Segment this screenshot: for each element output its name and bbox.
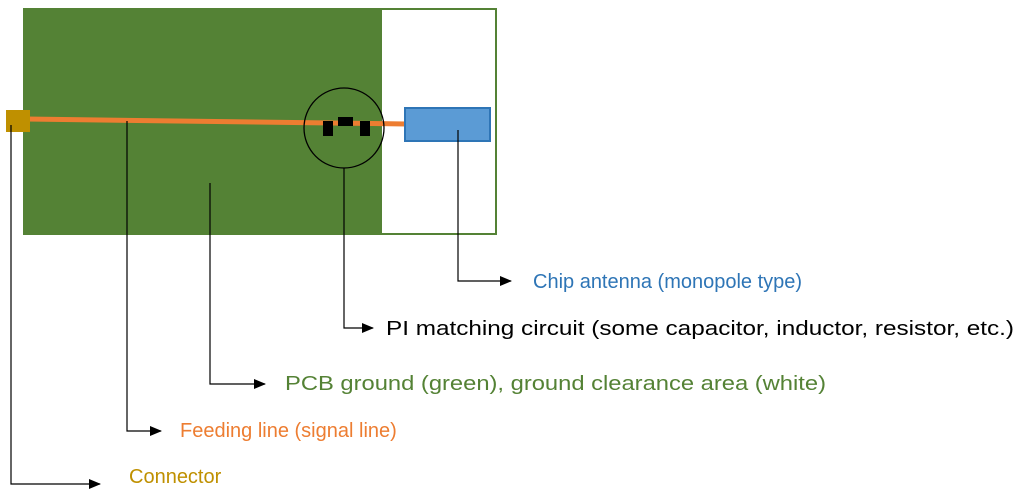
feeding-line-label: Feeding line (signal line) [180, 420, 397, 442]
connector [6, 110, 30, 132]
pcb-ground-leader [209, 183, 266, 389]
chip-antenna [405, 108, 490, 141]
pi-matching-label: PI matching circuit (some capacitor, ind… [386, 318, 1014, 340]
pcb-ground-label: PCB ground (green), ground clearance are… [285, 373, 826, 395]
connector-leader [10, 125, 101, 489]
pi-matching-leader [343, 168, 374, 333]
connector-label: Connector [129, 466, 222, 488]
chip-antenna-leader [457, 130, 512, 286]
matching-component-left [323, 121, 333, 136]
matching-component-right [360, 121, 370, 136]
chip-antenna-label: Chip antenna (monopole type) [533, 271, 802, 293]
chip-antenna-border [404, 107, 491, 142]
feeding-line-leader [126, 121, 162, 436]
matching-component-middle [338, 117, 353, 126]
